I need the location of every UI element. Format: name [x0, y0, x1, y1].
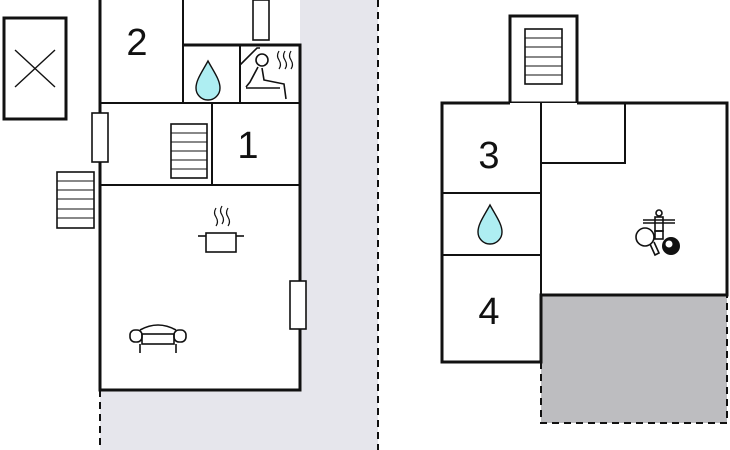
cooking-pot-icon — [198, 205, 244, 253]
ground-floor — [98, 0, 302, 392]
stairs-icon — [524, 28, 563, 85]
window-icon — [252, 0, 270, 41]
terrace — [540, 295, 728, 424]
window-icon — [91, 112, 109, 163]
stairs-icon — [170, 123, 208, 179]
crossed-box-icon — [2, 16, 68, 121]
sauna-icon — [239, 47, 294, 103]
water-drop-icon — [195, 59, 221, 101]
upper-floor — [440, 14, 729, 364]
outdoor-area — [99, 0, 379, 450]
room-1-label: 1 — [237, 125, 258, 167]
sofa-icon — [129, 324, 187, 353]
table-football-icon — [643, 209, 675, 240]
room-4-label: 4 — [478, 291, 499, 333]
window-icon — [289, 280, 307, 330]
stairs-icon — [56, 171, 95, 229]
room-3-label: 3 — [478, 135, 499, 177]
room-2-label: 2 — [126, 22, 147, 64]
table-tennis-icon — [635, 227, 661, 257]
water-drop-icon — [477, 203, 503, 245]
billiard-ball-icon — [662, 237, 680, 255]
